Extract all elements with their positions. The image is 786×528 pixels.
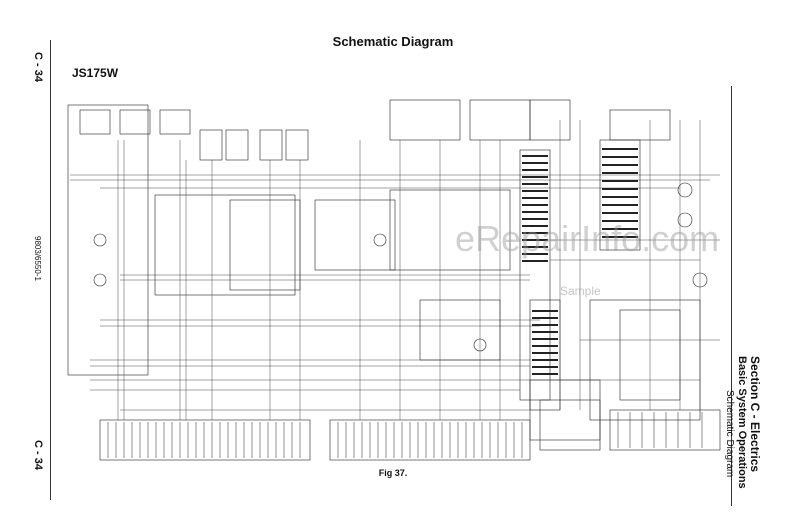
page-number-top: C - 34 [32,52,44,82]
section-title: Section C - Electrics [748,356,762,473]
watermark-sample-text: Sample [560,284,601,298]
right-margin-rule [731,86,732,506]
page-title: Schematic Diagram [332,34,454,49]
wiring-schematic [67,99,721,461]
machine-model: JS175W [72,66,119,80]
watermark-text: eRepairInfo.com [455,218,720,259]
section-subtitle: Basic System Operations [736,356,748,489]
left-margin-rule [50,40,51,500]
figure-caption: Fig 37. [378,468,408,478]
page-number-bottom: C - 34 [32,440,44,470]
section-subsubtitle: Schematic Diagram [724,390,735,478]
document-number: 9803/6550-1 [33,236,42,281]
